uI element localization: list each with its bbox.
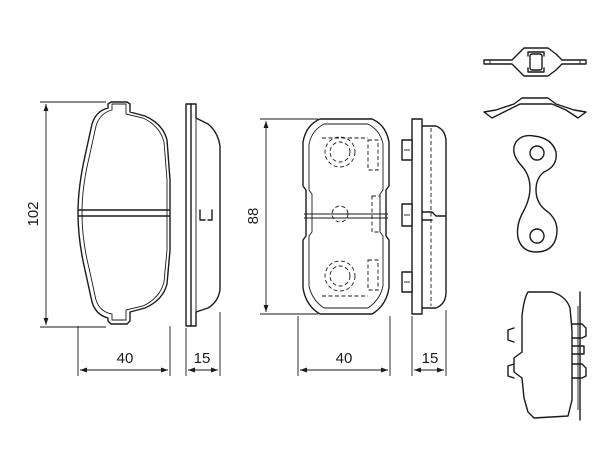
pad-2-thickness-label: 15: [422, 350, 439, 367]
pad-2-height-dimension: 88: [245, 118, 318, 315]
inner-pad-with-clips: [507, 291, 587, 421]
pad-1-front-view: [77, 101, 171, 325]
shim-plate: [513, 134, 558, 253]
pad-2-width-dimension: 40: [297, 316, 391, 376]
pad-1-side-view: [185, 103, 221, 327]
pad-2-width-label: 40: [336, 350, 353, 367]
pad-1-thickness-dimension: 15: [185, 312, 221, 376]
pad-1-height-dimension: 102: [25, 101, 106, 328]
pad-2-front-view: [302, 118, 390, 315]
pad-1-width-label: 40: [117, 350, 134, 367]
pad-2-height-label: 88: [245, 208, 262, 225]
pad-2-side-view: [401, 118, 447, 315]
spring-clip-side-view: [483, 97, 587, 119]
pad-1-height-label: 102: [25, 201, 42, 226]
pad-1-width-dimension: 40: [77, 326, 171, 376]
spring-clip-top-view: [483, 47, 587, 77]
pad-2-thickness-dimension: 15: [411, 310, 447, 376]
pad-1-thickness-label: 15: [194, 350, 211, 367]
